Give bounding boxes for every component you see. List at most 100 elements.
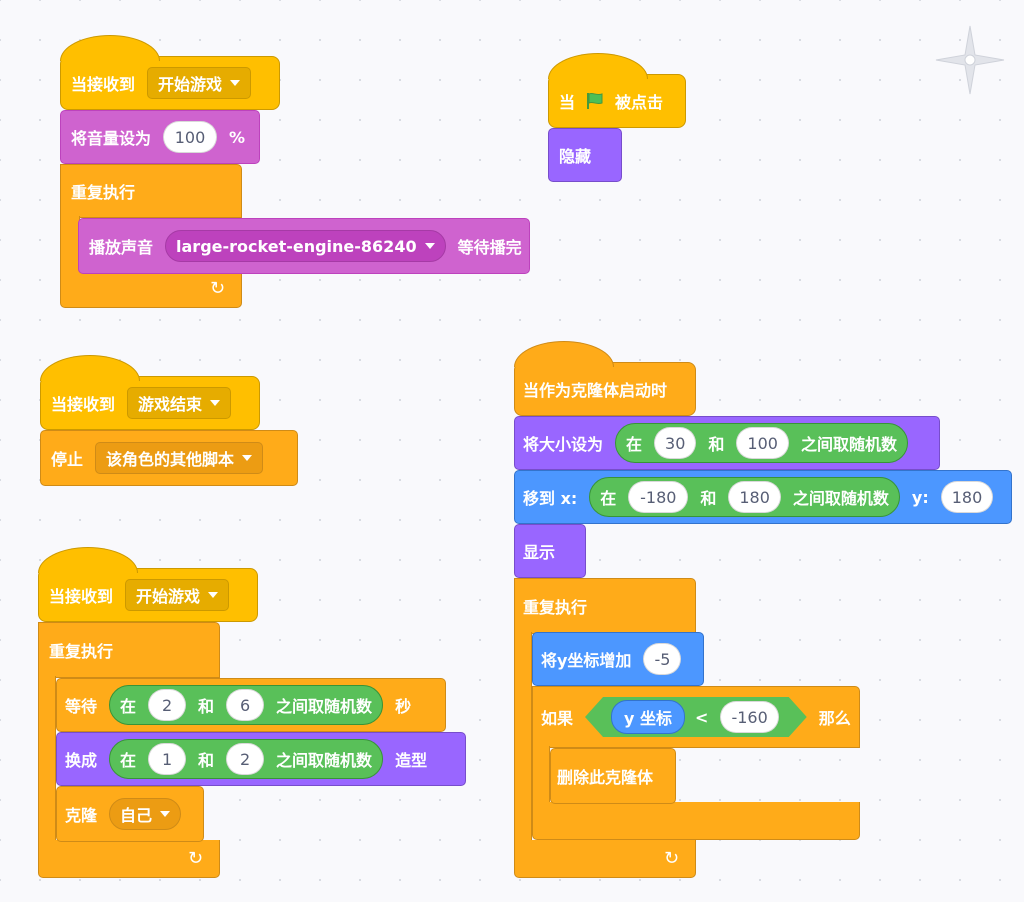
hat-when-label: 当 xyxy=(559,93,576,112)
message-dropdown-label: 开始游戏 xyxy=(136,587,201,606)
hide-label: 隐藏 xyxy=(559,147,592,166)
forever-top: 重复执行 xyxy=(38,622,220,678)
forever-label: 重复执行 xyxy=(71,183,136,202)
wait-block[interactable]: 等待 在 2 和 6 之间取随机数 秒 xyxy=(56,678,446,732)
message-dropdown-label: 开始游戏 xyxy=(158,75,223,94)
delete-clone-block[interactable]: 删除此克隆体 xyxy=(550,748,676,804)
random-min-input[interactable]: 2 xyxy=(148,689,187,721)
op-in-label: 在 xyxy=(600,489,617,508)
forever-top: 重复执行 xyxy=(60,164,242,218)
sound-dropdown-label: large-rocket-engine-86240 xyxy=(176,236,417,256)
chevron-down-icon xyxy=(242,455,253,461)
chevron-down-icon xyxy=(230,80,241,86)
less-than-symbol: < xyxy=(695,707,709,727)
compare-value-input[interactable]: -160 xyxy=(720,701,778,733)
op-in-label: 在 xyxy=(626,435,643,454)
forever-label: 重复执行 xyxy=(49,642,114,661)
random-operator[interactable]: 在 2 和 6 之间取随机数 xyxy=(109,685,384,725)
op-in-label: 在 xyxy=(120,751,137,770)
wait-label: 等待 xyxy=(65,697,98,716)
op-and-label: 和 xyxy=(708,435,725,454)
when-flag-clicked-hat-block[interactable]: 当 被点击 xyxy=(548,53,686,128)
switch-label: 换成 xyxy=(65,751,98,770)
switch-costume-block[interactable]: 换成 在 1 和 2 之间取随机数 造型 xyxy=(56,732,466,786)
hat-cap xyxy=(548,53,648,79)
random-max-input[interactable]: 180 xyxy=(728,481,781,513)
random-min-input[interactable]: 1 xyxy=(148,743,187,775)
hat-clicked-label: 被点击 xyxy=(615,93,664,112)
green-flag-icon xyxy=(587,92,603,109)
message-dropdown[interactable]: 开始游戏 xyxy=(147,67,252,99)
hat-cap xyxy=(40,355,140,381)
goto-y-label: y: xyxy=(911,487,929,507)
random-min-input[interactable]: -180 xyxy=(628,481,689,513)
hat-cap xyxy=(38,547,138,573)
if-top: 如果 y 坐标 < -160 那么 xyxy=(532,686,860,748)
forever-top: 重复执行 xyxy=(514,578,696,634)
clone-target-label: 自己 xyxy=(120,806,153,825)
if-label: 如果 xyxy=(541,709,574,728)
volume-unit: % xyxy=(229,127,246,147)
forever-bottom xyxy=(514,840,696,878)
volume-input[interactable]: 100 xyxy=(163,121,218,153)
set-size-block[interactable]: 将大小设为 在 30 和 100 之间取随机数 xyxy=(514,416,940,470)
chevron-down-icon xyxy=(424,243,435,249)
play-sound-suffix: 等待播完 xyxy=(457,238,522,257)
sound-dropdown[interactable]: large-rocket-engine-86240 xyxy=(165,230,446,262)
hat-label: 当作为克隆体启动时 xyxy=(523,381,668,400)
hide-block[interactable]: 隐藏 xyxy=(548,128,622,182)
play-sound-until-done-block[interactable]: 播放声音 large-rocket-engine-86240 等待播完 xyxy=(78,218,530,274)
random-max-input[interactable]: 6 xyxy=(226,689,265,721)
change-y-input[interactable]: -5 xyxy=(643,643,682,675)
random-operator[interactable]: 在 30 和 100 之间取随机数 xyxy=(615,423,908,463)
create-clone-block[interactable]: 克隆 自己 xyxy=(56,786,204,842)
set-volume-label: 将音量设为 xyxy=(71,129,152,148)
change-y-label: 将y坐标增加 xyxy=(541,651,632,670)
loop-arrow-icon: ↻ xyxy=(188,848,204,869)
chevron-down-icon xyxy=(160,811,171,817)
message-dropdown[interactable]: 游戏结束 xyxy=(127,387,232,419)
y-position-reporter[interactable]: y 坐标 xyxy=(611,700,685,734)
compass-icon xyxy=(935,25,1005,95)
stop-label: 停止 xyxy=(51,450,84,469)
message-dropdown[interactable]: 开始游戏 xyxy=(125,579,230,611)
go-to-xy-block[interactable]: 移到 x: 在 -180 和 180 之间取随机数 y: 180 xyxy=(514,470,1012,524)
hat-cap xyxy=(60,35,160,61)
clone-target-dropdown[interactable]: 自己 xyxy=(109,798,182,830)
show-block[interactable]: 显示 xyxy=(514,524,586,578)
when-clone-start-hat-block[interactable]: 当作为克隆体启动时 xyxy=(514,341,696,416)
when-receive-hat-block[interactable]: 当接收到 游戏结束 xyxy=(40,355,260,430)
op-suffix-label: 之间取随机数 xyxy=(800,435,897,454)
if-left-arm xyxy=(532,746,550,806)
when-receive-hat-block[interactable]: 当接收到 开始游戏 xyxy=(38,547,258,622)
forever-left-arm xyxy=(38,676,56,842)
goto-y-input[interactable]: 180 xyxy=(940,481,994,513)
forever-left-arm xyxy=(514,632,532,844)
clone-label: 克隆 xyxy=(65,806,98,825)
stop-option-label: 该角色的其他脚本 xyxy=(106,450,235,469)
chevron-down-icon xyxy=(210,400,221,406)
set-size-label: 将大小设为 xyxy=(523,435,604,454)
change-y-block[interactable]: 将y坐标增加 -5 xyxy=(532,632,704,686)
switch-suffix: 造型 xyxy=(395,751,428,770)
set-volume-block[interactable]: 将音量设为 100 % xyxy=(60,110,260,164)
forever-left-arm xyxy=(60,216,80,276)
random-min-input[interactable]: 30 xyxy=(654,427,697,459)
less-than-operator[interactable]: y 坐标 < -160 xyxy=(585,697,807,737)
loop-arrow-icon: ↻ xyxy=(664,848,680,869)
loop-arrow-icon: ↻ xyxy=(210,278,226,299)
random-operator[interactable]: 在 -180 和 180 之间取随机数 xyxy=(589,477,900,517)
hat-label: 当接收到 xyxy=(49,587,114,606)
when-receive-hat-block[interactable]: 当接收到 开始游戏 xyxy=(60,35,280,110)
delete-clone-label: 删除此克隆体 xyxy=(557,768,654,787)
chevron-down-icon xyxy=(208,592,219,598)
random-max-input[interactable]: 100 xyxy=(736,427,789,459)
stop-block[interactable]: 停止 该角色的其他脚本 xyxy=(40,430,298,486)
random-operator[interactable]: 在 1 和 2 之间取随机数 xyxy=(109,739,384,779)
op-and-label: 和 xyxy=(198,751,215,770)
forever-bottom xyxy=(60,272,242,308)
stop-option-dropdown[interactable]: 该角色的其他脚本 xyxy=(95,442,264,474)
op-suffix-label: 之间取随机数 xyxy=(792,489,889,508)
op-and-label: 和 xyxy=(700,489,717,508)
random-max-input[interactable]: 2 xyxy=(226,743,265,775)
